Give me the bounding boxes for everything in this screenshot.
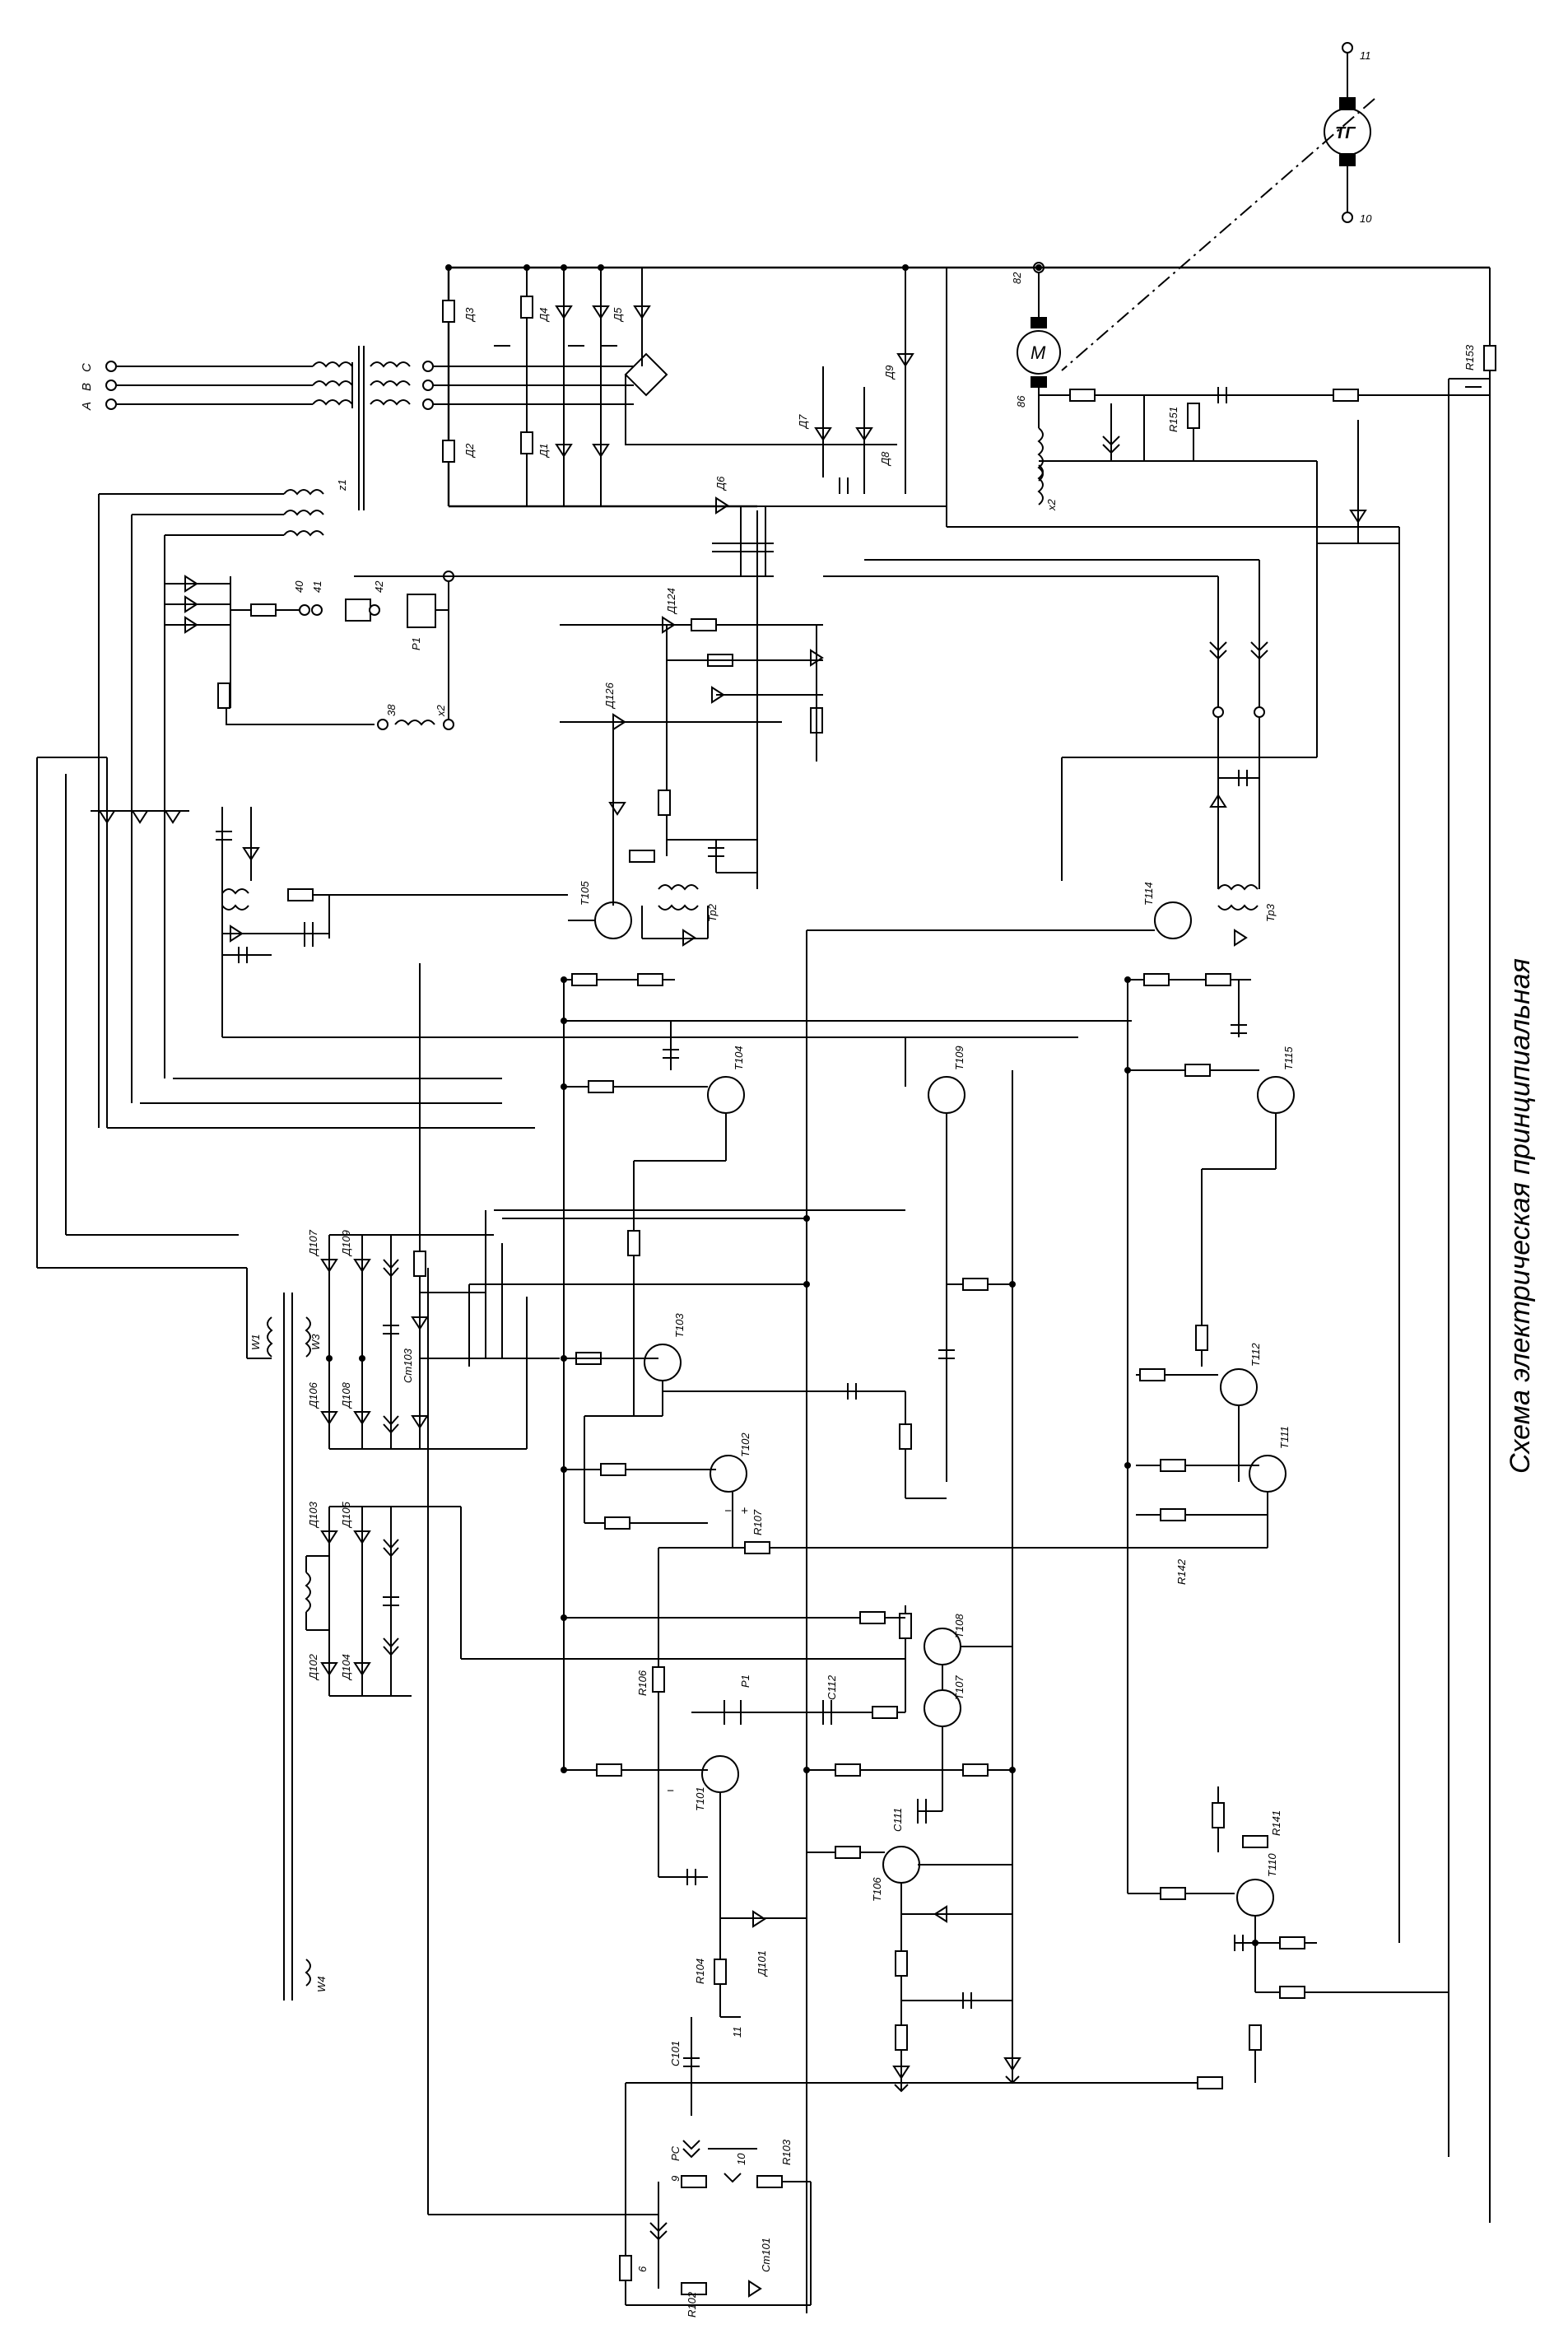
relay-terminal-41: 41 [311, 581, 323, 593]
transistor-t105-label: Т105 [579, 881, 591, 906]
resistor-r107-label: R107 [751, 1509, 764, 1535]
transistor-t101-label: Т101 [694, 1786, 706, 1811]
transistor-t110-label: Т110 [1266, 1853, 1278, 1877]
winding-w1-label: W1 [249, 1335, 262, 1351]
transformer-tr2-label: Тр2 [706, 903, 719, 922]
winding-w4-label: W4 [315, 1977, 328, 1993]
resistor-r141-label: R141 [1270, 1810, 1282, 1836]
diode-d107-label: Д107 [307, 1229, 319, 1257]
t102-minus-label: − [724, 1504, 732, 1518]
diagram-title: Схема электрическая принципиальная [1505, 958, 1536, 1474]
resistor-r102-label: R102 [686, 2291, 698, 2317]
left-interconnect [36, 757, 1078, 1269]
motor-terminal-82: 82 [1011, 272, 1023, 284]
diode-d3-label: Д3 [463, 307, 476, 323]
diode-d8-label: Д8 [879, 451, 891, 467]
relay-contact-p1-label: Р1 [739, 1675, 751, 1688]
input-stage: R106 Т101 − Д101 R104 11 С112 Р1 Т107 Т1… [564, 1605, 1021, 2080]
tg-terminal-10: 10 [1360, 212, 1372, 225]
diode-d103-label: Д103 [307, 1501, 319, 1529]
mechanical-coupling-line [1061, 98, 1375, 371]
transistor-t115-label: Т115 [1282, 1046, 1295, 1070]
relay-terminal-42: 42 [373, 580, 385, 593]
input-network: С101 10 РС 9 R103 6 R102 Ст101 [427, 1268, 1223, 2317]
tachogenerator-symbol: ТГ [1335, 124, 1356, 142]
capacitor-c112-label: С112 [826, 1675, 838, 1700]
field-diodes: Д9 Д7 Д8 [757, 268, 947, 527]
diode-d101-label: Д101 [756, 1950, 768, 1977]
resistor-r103-label: R103 [780, 2139, 793, 2165]
capacitor-c111-label: С111 [891, 1808, 904, 1832]
output-stage-t105: Т105 Тр2 [568, 510, 758, 947]
phase-c-label: C [80, 363, 94, 372]
dc-motor: M 82 86 x2 [1011, 262, 1061, 512]
relay-coil-label: Р1 [410, 637, 422, 650]
transistor-t112-label: Т112 [1249, 1343, 1262, 1367]
junction-dots [326, 264, 1259, 1946]
diode-d5-label: Д5 [612, 307, 624, 323]
connector-11-label: 11 [731, 2027, 743, 2038]
capacitor-c101-label: С101 [669, 2041, 682, 2066]
motor-terminal-x2: x2 [1045, 499, 1058, 512]
stabilitron-st101-label: Ст101 [760, 2238, 772, 2272]
motor-symbol: M [1031, 342, 1046, 363]
winding-w3-label: W3 [309, 1334, 322, 1350]
main-rectifier-bridge: Д3 Д4 Д5 Д2 Д1 [442, 268, 897, 506]
relay-terminal-38: 38 [385, 704, 398, 716]
t101-minus-label: − [667, 1784, 674, 1798]
diode-d124-label: Д124 [665, 588, 677, 615]
diode-d106-label: Д106 [307, 1381, 319, 1409]
diode-d1-label: Д1 [537, 444, 550, 459]
right-channel: Тр3 Т114 Т115 Т112 Т111 R142 [807, 576, 1449, 2083]
resistor-r151-label: R151 [1167, 407, 1179, 432]
phase-b-label: B [80, 383, 94, 391]
resistor-r153-label: R153 [1463, 344, 1476, 370]
transistor-t107-label: Т107 [953, 1675, 965, 1700]
transistor-t106-label: Т106 [871, 1877, 883, 1902]
connector-pc-label: РС [669, 2145, 682, 2161]
relay-circuit: 40 41 42 Р1 38 x2 [98, 494, 576, 1128]
diode-d104-label: Д104 [340, 1654, 352, 1681]
transistor-t109-label: Т109 [953, 1046, 965, 1070]
transistor-t111-label: Т111 [1278, 1426, 1291, 1449]
three-phase-input: A B C z1 [80, 346, 634, 537]
phase-a-label: A [80, 402, 94, 411]
transistor-t103-label: Т103 [673, 1313, 686, 1338]
motor-terminal-86: 86 [1015, 395, 1027, 408]
amplifier-chain: Т104 Т109 Т103 [461, 930, 1132, 2313]
diode-d108-label: Д108 [340, 1381, 352, 1409]
connector-10-label: 10 [735, 2153, 747, 2165]
t102-plus-label: + [741, 1504, 748, 1518]
relay-terminal-x2: x2 [435, 705, 447, 718]
diode-d102-label: Д102 [307, 1653, 319, 1681]
transformer-tr3-label: Тр3 [1264, 903, 1277, 922]
connector-6-label: 6 [636, 2266, 649, 2272]
diode-d4-label: Д4 [537, 308, 550, 323]
diode-d2-label: Д2 [463, 443, 476, 459]
power-supply-block: W1 W3 Д107 Д109 Д106 Д108 Ст103 [246, 963, 905, 1885]
stabilitron-st103-label: Ст103 [402, 1348, 414, 1383]
diode-d7-label: Д7 [797, 414, 809, 430]
resistor-r106-label: R106 [636, 1670, 649, 1696]
diode-d109-label: Д109 [340, 1230, 352, 1257]
transistor-t104-label: Т104 [733, 1046, 745, 1070]
diode-d105-label: Д105 [340, 1501, 352, 1529]
transistor-t102-label: Т102 [739, 1432, 751, 1457]
diode-d9-label: Д9 [883, 366, 896, 380]
resistor-r142-label: R142 [1175, 1558, 1188, 1585]
diode-d126-label: Д126 [603, 682, 616, 710]
transistor-t108-label: Т108 [953, 1614, 965, 1638]
tachogenerator: ТГ 11 10 [1324, 42, 1372, 225]
resistor-r104-label: R104 [694, 1959, 706, 1984]
supply-block-lower: Д103 Д105 Д102 Д104 W4 [283, 1501, 905, 2001]
field-control: R151 R153 [823, 344, 1496, 1943]
excitation-diodes: Д6 Д124 Д126 [354, 476, 824, 906]
tg-terminal-11: 11 [1360, 49, 1371, 62]
connector-9-label: 9 [669, 2176, 682, 2182]
transistor-t114-label: Т114 [1142, 882, 1155, 906]
terminal-z1: z1 [336, 479, 348, 491]
diode-d6-label: Д6 [714, 476, 727, 491]
relay-terminal-40: 40 [293, 580, 305, 593]
